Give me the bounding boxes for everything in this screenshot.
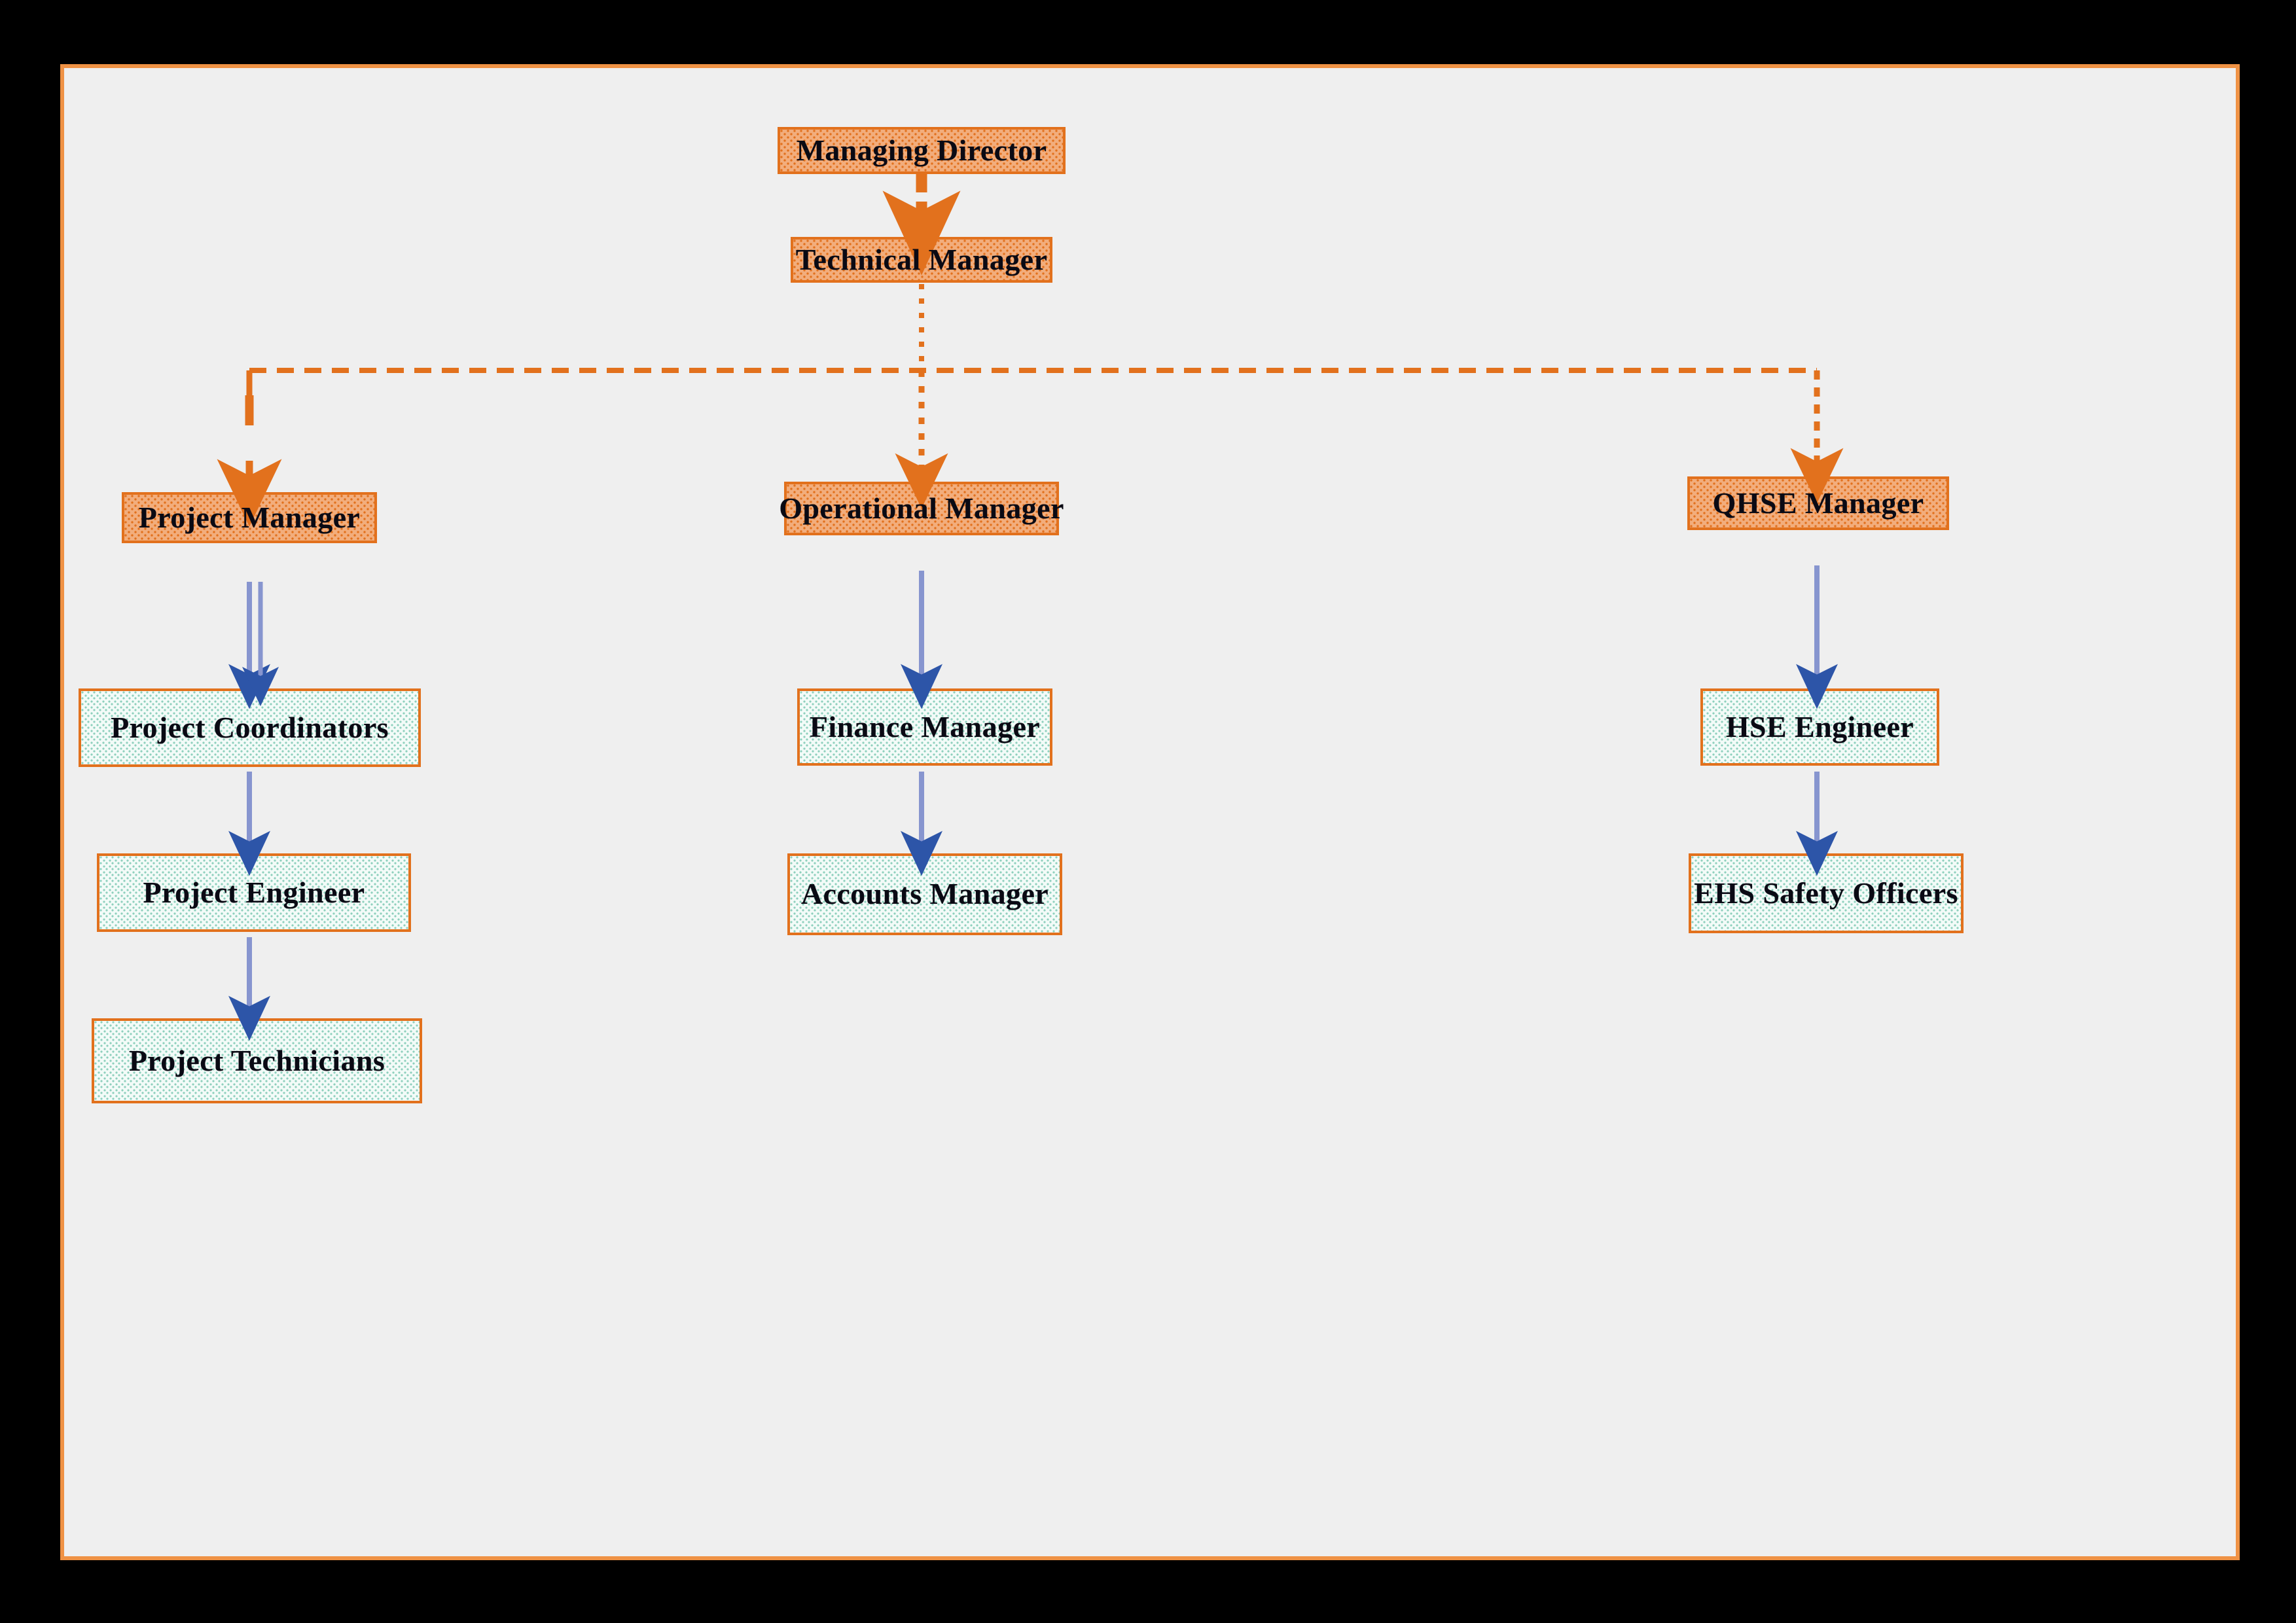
node-operational-manager[interactable]: Operational Manager [779, 482, 1064, 535]
connector-layer [217, 173, 1844, 1041]
node-technical-manager[interactable]: Technical Manager [791, 237, 1052, 283]
node-project-coordinators[interactable]: Project Coordinators [79, 688, 421, 767]
node-label-finance-manager: Finance Manager [809, 709, 1041, 743]
node-project-technicians[interactable]: Project Technicians [92, 1018, 422, 1103]
node-finance-manager[interactable]: Finance Manager [797, 688, 1052, 766]
node-accounts-manager[interactable]: Accounts Manager [787, 853, 1062, 935]
node-label-managing-director: Managing Director [796, 133, 1047, 167]
node-label-ehs-safety-officers: EHS Safety Officers [1694, 876, 1958, 910]
node-qhse-manager[interactable]: QHSE Manager [1687, 476, 1949, 530]
edge-project-manager-to-coordinators [228, 582, 279, 709]
node-project-manager[interactable]: Project Manager [122, 492, 377, 543]
node-label-operational-manager: Operational Manager [779, 491, 1064, 525]
node-managing-director[interactable]: Managing Director [778, 127, 1066, 174]
node-label-technical-manager: Technical Manager [795, 242, 1048, 276]
node-label-hse-engineer: HSE Engineer [1725, 709, 1914, 743]
chart-frame: Managing Director Technical Manager Proj… [60, 64, 2240, 1560]
org-chart-canvas: Managing Director Technical Manager Proj… [64, 68, 2244, 1564]
node-label-project-manager: Project Manager [138, 500, 361, 534]
node-label-project-technicians: Project Technicians [128, 1043, 386, 1077]
node-label-project-coordinators: Project Coordinators [111, 710, 389, 744]
node-project-engineer[interactable]: Project Engineer [97, 853, 411, 932]
node-label-qhse-manager: QHSE Manager [1712, 486, 1924, 520]
node-hse-engineer[interactable]: HSE Engineer [1700, 688, 1939, 766]
node-label-accounts-manager: Accounts Manager [800, 877, 1049, 911]
node-label-project-engineer: Project Engineer [143, 875, 365, 909]
node-ehs-safety-officers[interactable]: EHS Safety Officers [1689, 853, 1964, 933]
